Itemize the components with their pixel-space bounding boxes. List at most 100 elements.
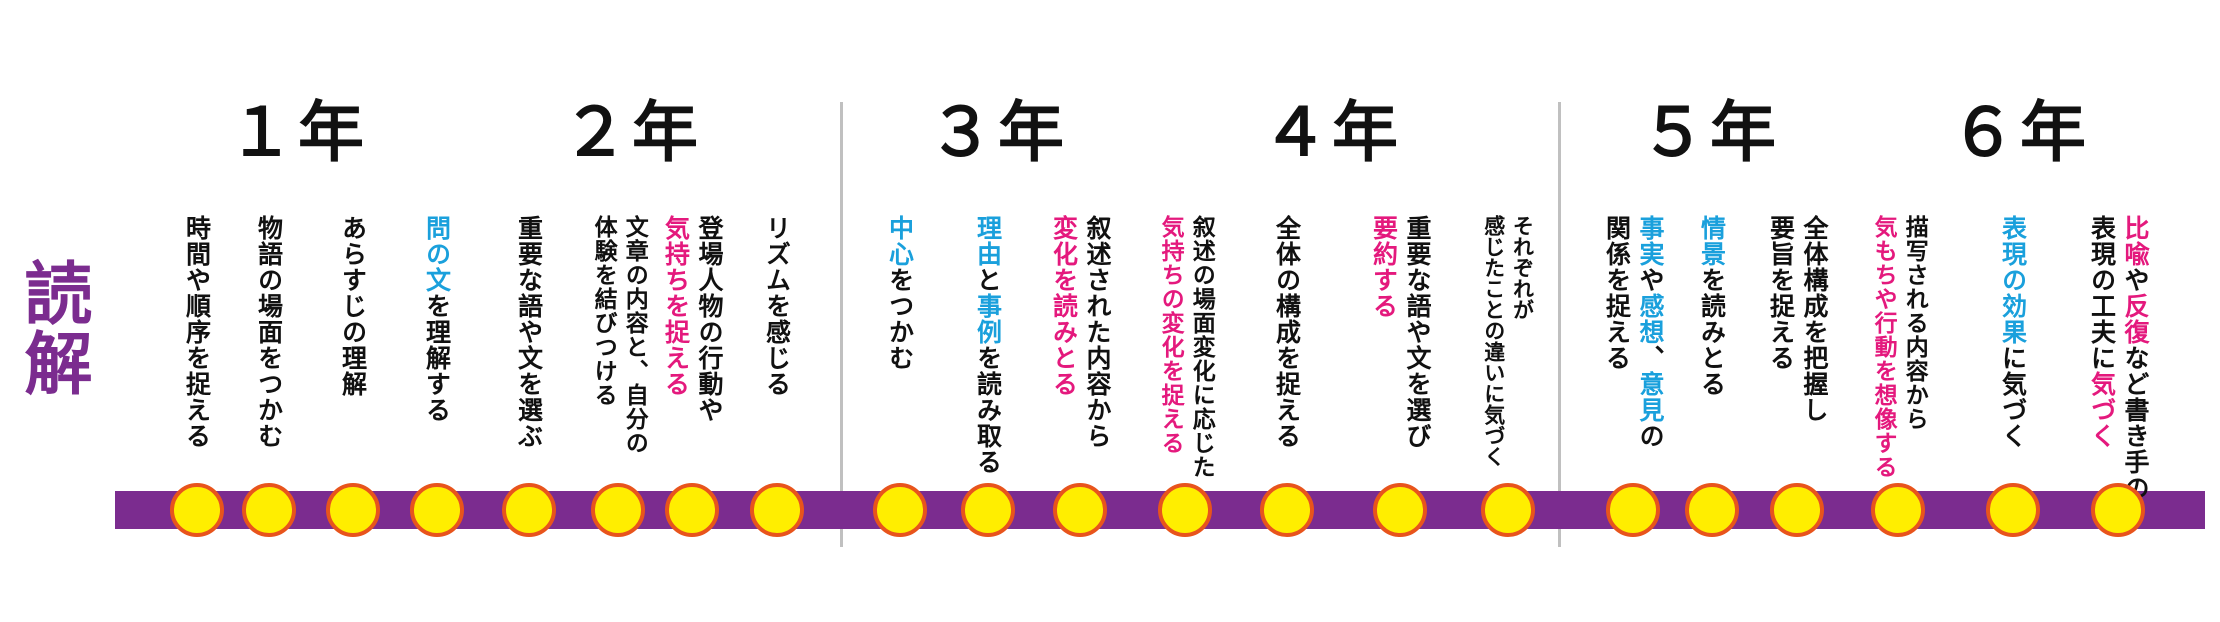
skill-text-line: 文章の内容と、自分の	[620, 215, 647, 455]
skill-text-segment: 叙述の場面変化に応じた	[1188, 215, 1215, 479]
grade-1-label: １年	[228, 94, 368, 171]
skill-text-segment: など書き手の	[2121, 345, 2150, 501]
skill-text-segment: 表現の効果	[1998, 215, 2028, 345]
skill-item: 叙述の場面変化に応じた気持ちの変化を捉える	[1156, 215, 1214, 479]
skill-text-line: 全体の構成を捉える	[1272, 215, 1302, 449]
skill-text-line: 叙述された内容から	[1083, 215, 1112, 449]
section-title: 読解	[12, 258, 91, 398]
timeline-dot	[1986, 483, 2040, 537]
skill-text-line: 中心をつかむ	[885, 215, 915, 371]
timeline-dot	[410, 483, 464, 537]
skill-item: 描写される内容から気もちや行動を想像する	[1869, 215, 1927, 479]
skill-text-segment: 感想	[1636, 293, 1665, 345]
skill-text-segment: あらすじの理解	[338, 215, 368, 397]
skill-text-segment: 要約する	[1369, 215, 1399, 319]
timeline-dot	[961, 483, 1015, 537]
skill-item: 表現の効果に気づく	[1998, 215, 2028, 449]
skill-text-segment: それぞれが	[1510, 215, 1535, 320]
skill-text-segment: 気持ちの変化を捉える	[1157, 215, 1184, 455]
skill-text-line: それぞれが	[1510, 215, 1535, 320]
skill-item: リズムを感じる	[762, 215, 792, 397]
skill-text-line: 表現の効果に気づく	[1998, 215, 2028, 449]
timeline-dot	[2091, 483, 2145, 537]
skill-text-segment: 時間や順序を捉える	[182, 215, 212, 449]
skill-text-segment: 関係を捉える	[1602, 215, 1632, 371]
skill-text-segment: に気づく	[1998, 345, 2028, 449]
skill-text-line: 感じたことの違いに気づく	[1481, 215, 1506, 467]
skill-text-segment: 、	[1636, 345, 1665, 371]
skill-text-segment: の	[1636, 423, 1665, 449]
skill-text-segment: 登場人物の行動や	[695, 215, 724, 423]
skill-text-segment: 比喩	[2121, 215, 2150, 267]
skill-text-segment: や	[1636, 267, 1665, 293]
skill-item: 物語の場面をつかむ	[254, 215, 284, 449]
timeline-dot	[1158, 483, 1212, 537]
grade-5-label: ５年	[1640, 94, 1780, 171]
skill-text-line: 気もちや行動を想像する	[1869, 215, 1896, 479]
skill-text-line: 要旨を捉える	[1766, 215, 1796, 371]
skill-text-line: 重要な語や文を選ぶ	[514, 215, 544, 449]
skill-text-segment: 描写される内容から	[1901, 215, 1928, 431]
skill-text-line: 比喩や反復など書き手の	[2121, 215, 2150, 501]
skill-text-line: 問の文を理解する	[422, 215, 452, 423]
skill-text-segment: をつかむ	[885, 267, 915, 371]
skill-text-line: 関係を捉える	[1602, 215, 1632, 371]
skill-text-segment: 事実	[1636, 215, 1665, 267]
skill-item: あらすじの理解	[338, 215, 368, 397]
timeline-dot	[1373, 483, 1427, 537]
skill-text-line: 物語の場面をつかむ	[254, 215, 284, 449]
skill-text-line: 時間や順序を捉える	[182, 215, 212, 449]
skill-text-segment: を読みとる	[1697, 267, 1727, 397]
skill-text-line: 全体構成を把握し	[1800, 215, 1829, 423]
skill-text-line: 要約する	[1369, 215, 1399, 319]
skill-item: 重要な語や文を選ぶ	[514, 215, 544, 449]
skill-text-line: 事実や感想、意見の	[1636, 215, 1665, 449]
skill-item: 文章の内容と、自分の体験を結びつける	[589, 215, 647, 455]
skill-text-line: 体験を結びつける	[589, 215, 616, 407]
skill-text-line: リズムを感じる	[762, 215, 792, 397]
skill-text-segment: 中心	[885, 215, 915, 267]
timeline-dot	[873, 483, 927, 537]
timeline-dot	[242, 483, 296, 537]
timeline-dot	[591, 483, 645, 537]
skill-text-segment: 気づく	[2087, 371, 2117, 449]
timeline-dot	[750, 483, 804, 537]
skill-text-segment: 感じたことの違いに気づく	[1481, 215, 1506, 467]
grade-3-label: ３年	[928, 94, 1068, 171]
skill-item: 叙述された内容から変化を読みとる	[1049, 215, 1113, 449]
timeline-dot	[326, 483, 380, 537]
skill-text-segment: 意見	[1636, 371, 1665, 423]
timeline-dot	[665, 483, 719, 537]
skill-item: 比喩や反復など書き手の表現の工夫に気づく	[2087, 215, 2151, 501]
skill-text-line: 登場人物の行動や	[695, 215, 724, 423]
skill-item: 理由と事例を読み取る	[973, 215, 1003, 475]
skill-text-line: あらすじの理解	[338, 215, 368, 397]
skill-text-segment: 気持ちを捉える	[661, 215, 691, 397]
skill-text-segment: 情景	[1697, 215, 1727, 267]
skill-text-segment: を理解する	[422, 293, 452, 423]
skill-text-segment: 物語の場面をつかむ	[254, 215, 284, 449]
skill-text-segment: 要旨を捉える	[1766, 215, 1796, 371]
skill-text-segment: リズムを感じる	[762, 215, 792, 397]
skill-text-segment: を読み取る	[973, 345, 1003, 475]
skill-text-segment: 全体構成を把握し	[1800, 215, 1829, 423]
skill-item: 時間や順序を捉える	[182, 215, 212, 449]
skill-text-segment: と	[973, 267, 1003, 293]
skill-text-segment: 全体の構成を捉える	[1272, 215, 1302, 449]
skill-text-line: 変化を読みとる	[1049, 215, 1079, 397]
skill-text-line: 表現の工夫に気づく	[2087, 215, 2117, 449]
skill-item: 全体の構成を捉える	[1272, 215, 1302, 449]
skill-text-segment: 重要な語や文を選ぶ	[514, 215, 544, 449]
skill-text-line: 叙述の場面変化に応じた	[1187, 215, 1214, 479]
grade-2-label: ２年	[562, 94, 702, 171]
skill-item: 登場人物の行動や気持ちを捉える	[661, 215, 725, 423]
skill-item: 情景を読みとる	[1697, 215, 1727, 397]
divider-grades-4-5	[1558, 102, 1561, 547]
skill-text-segment: 重要な語や文を選び	[1403, 215, 1432, 449]
skill-text-segment: 事例	[973, 293, 1003, 345]
skill-item: 問の文を理解する	[422, 215, 452, 423]
skill-text-segment: や	[2121, 267, 2150, 293]
skill-item: それぞれが感じたことの違いに気づく	[1481, 215, 1535, 467]
timeline-dot	[1053, 483, 1107, 537]
skill-text-line: 描写される内容から	[1900, 215, 1927, 431]
